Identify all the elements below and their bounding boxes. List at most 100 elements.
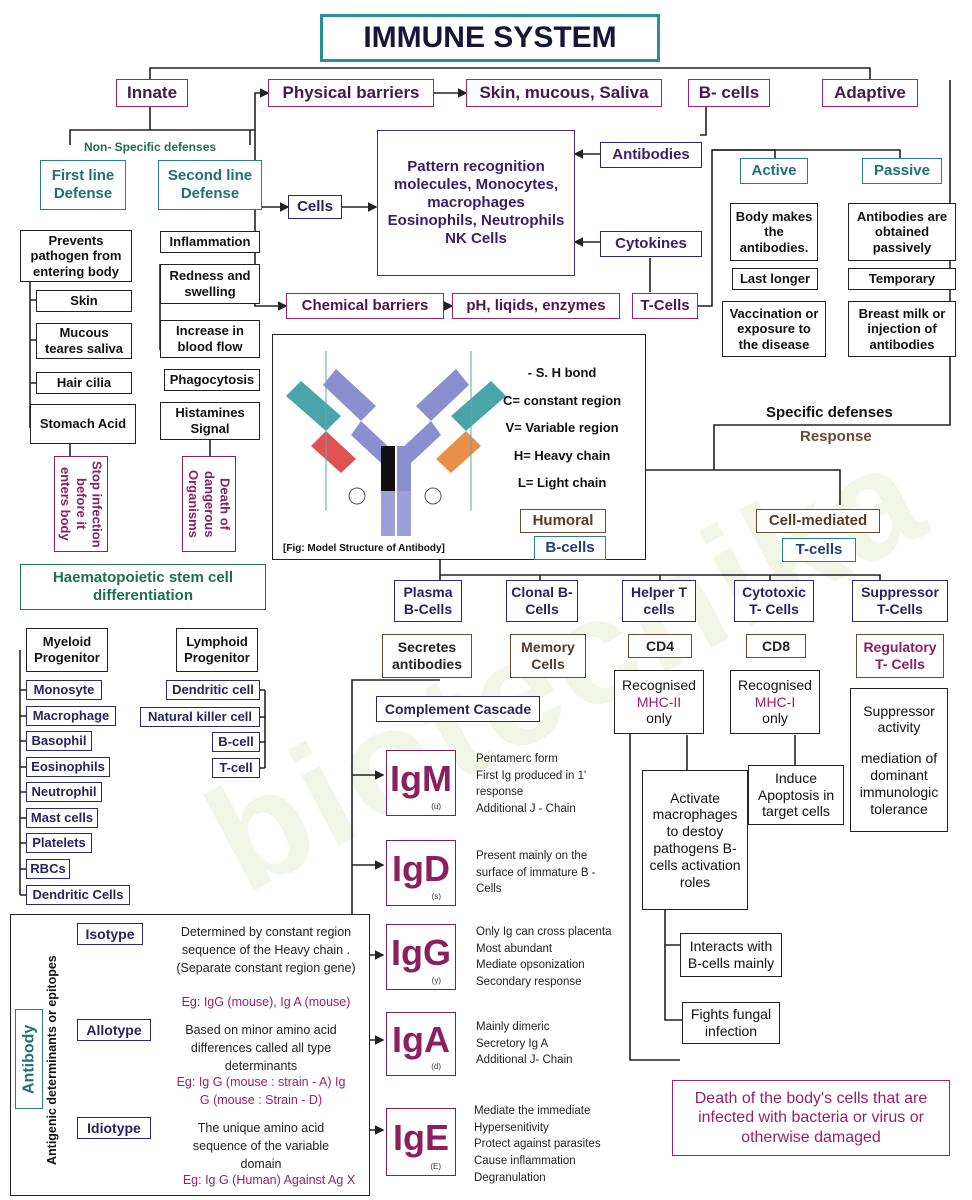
- response-label: Response: [800, 428, 872, 445]
- helper-t-cells-box: Helper T cells: [622, 580, 696, 622]
- lymphoid-item: T-cell: [212, 758, 260, 778]
- ige-box: IgE (E): [386, 1108, 456, 1176]
- legend-item: - S. H bond: [527, 365, 597, 380]
- lymphoid-item: Natural killer cell: [140, 707, 260, 727]
- ig-note: Mainly dimeric: [476, 1021, 550, 1033]
- isotype-box: Isotype: [77, 923, 143, 945]
- active-item: Body makes the antibodies.: [730, 203, 818, 261]
- pattern-recognition-box: Pattern recognition molecules, Monocytes…: [377, 130, 575, 276]
- b-cells-top-box: B- cells: [688, 79, 770, 107]
- myeloid-item: Macrophage: [26, 706, 116, 726]
- igm-notes: Pentamerc form First Ig produced in 1' r…: [476, 751, 616, 818]
- passive-item: Temporary: [848, 268, 956, 290]
- recognised-mhc2-box: Recognised MHC-II only: [614, 670, 704, 734]
- ig-note: Mediate opsonization: [476, 959, 585, 972]
- second-line-box: Second line Defense: [158, 160, 262, 210]
- igd-label: IgD: [392, 847, 450, 889]
- suppressor-t-cells-box: Suppressor T-Cells: [852, 580, 948, 622]
- death-organisms-box: Death of dangerous Organisms: [182, 456, 236, 552]
- antibody-epitope-panel: Antibody Antigenic determinants or epito…: [10, 914, 370, 1196]
- death-cells-box: Death of the body's cells that are infec…: [672, 1080, 950, 1156]
- non-specific-label: Non- Specific defenses: [84, 140, 217, 154]
- b-cells-box: B-cells: [534, 536, 606, 560]
- myeloid-item: Dendritic Cells: [26, 885, 130, 905]
- second-line-item: Inflammation: [160, 231, 260, 253]
- second-line-item: Histamines Signal: [160, 402, 260, 440]
- idiotype-box: Idiotype: [77, 1117, 151, 1139]
- iga-box: IgA(d): [386, 1012, 456, 1076]
- cells-box: Cells: [288, 195, 342, 219]
- igd-sub: (s): [431, 892, 441, 902]
- antibody-structure-icon: [286, 351, 506, 536]
- second-line-item: Phagocytosis: [164, 369, 260, 391]
- first-line-item: Hair cilia: [36, 372, 132, 394]
- ig-note: Degranulation: [474, 1171, 546, 1184]
- myeloid-item: Platelets: [26, 833, 92, 853]
- ig-note: Secondary response: [476, 976, 582, 989]
- antibodies-box: Antibodies: [600, 142, 702, 168]
- isotype-eg: Eg: IgG (mouse), Ig A (mouse): [181, 995, 351, 1009]
- active-item: Vaccination or exposure to the disease: [722, 301, 826, 357]
- ig-note: First Ig produced in 1' response: [476, 769, 587, 799]
- passive-item: Antibodies are obtained passively: [848, 203, 956, 261]
- fights-fungal-box: Fights fungal infection: [682, 1002, 780, 1044]
- legend-item: H= Heavy chain: [513, 447, 611, 463]
- active-item: Last longer: [732, 268, 818, 290]
- first-line-box: First line Defense: [40, 160, 126, 210]
- ig-note: Most abundant: [476, 942, 553, 955]
- ph-box: pH, liqids, enzymes: [452, 293, 620, 319]
- idiotype-eg: Eg: Ig G (Human) Against Ag X: [182, 1173, 356, 1187]
- skin-mucous-saliva-box: Skin, mucous, Saliva: [466, 79, 662, 107]
- mhc2-label: MHC-II: [636, 693, 682, 710]
- legend-item: C= constant region: [503, 392, 622, 408]
- igm-sub: (u): [431, 802, 441, 812]
- first-line-item: Mucous teares saliva: [36, 323, 132, 359]
- recognised-mhc1-box: Recognised MHC-I only: [730, 670, 820, 734]
- induce-apoptosis-box: Induce Apoptosis in target cells: [748, 765, 844, 825]
- cd8-box: CD8: [746, 634, 806, 658]
- recognised-label: Recognised: [738, 676, 812, 693]
- ige-sub: (E): [430, 1162, 441, 1172]
- ig-note: Additional J - Chain: [476, 803, 576, 816]
- myeloid-item: Eosinophils: [26, 757, 110, 777]
- ige-label: IgE: [392, 1116, 449, 1158]
- myeloid-progenitor-box: Myeloid Progenitor: [26, 628, 108, 672]
- lymphoid-progenitor-box: Lymphoid Progenitor: [176, 628, 258, 672]
- igg-box: IgG(y): [386, 924, 456, 990]
- first-line-item: Skin: [36, 290, 132, 312]
- igd-box: IgD (s): [386, 840, 456, 906]
- cytokines-box: Cytokines: [600, 231, 702, 257]
- mhc1-label: MHC-I: [754, 693, 796, 710]
- lymphoid-item: Dendritic cell: [166, 680, 260, 700]
- plasma-b-cells-box: Plasma B-Cells: [394, 580, 462, 622]
- myeloid-item: Basophil: [26, 731, 92, 751]
- igd-notes: Present mainly on the surface of immatur…: [476, 848, 616, 898]
- complement-cascade-box: Complement Cascade: [376, 696, 540, 722]
- second-line-item: Redness and swelling: [160, 264, 260, 304]
- only-label: only: [762, 710, 788, 727]
- iga-sub: (d): [431, 1062, 441, 1072]
- chemical-barriers-box: Chemical barriers: [286, 293, 444, 319]
- ig-note: Mediate the immediate Hypersenitivity: [474, 1105, 591, 1134]
- memory-cells-box: Memory Cells: [510, 634, 586, 678]
- allotype-desc: Based on minor amino acid differences ca…: [185, 1023, 337, 1074]
- active-box: Active: [740, 158, 808, 184]
- ig-note: Pentamerc form: [476, 753, 558, 765]
- igg-sub: (y): [431, 976, 441, 986]
- allotype-eg: Eg: Ig G (mouse : strain - A) Ig G (mous…: [176, 1075, 346, 1108]
- igg-notes: Only Ig can cross placenta Most abundant…: [476, 924, 626, 991]
- stop-infection-box: Stop infection before it enters body: [54, 456, 108, 552]
- suppressor-activity-box: Suppressor activity mediation of dominan…: [850, 688, 948, 832]
- suppressor-activity-text: Suppressor activity: [863, 702, 935, 736]
- second-line-item: Increase in blood flow: [160, 320, 260, 358]
- interacts-b-cells-box: Interacts with B-cells mainly: [680, 933, 782, 977]
- isotype-desc: Determined by constant region sequence o…: [176, 925, 356, 976]
- lymphoid-item: B-cell: [212, 732, 260, 752]
- ig-note: Cause inflammation: [474, 1155, 576, 1168]
- activate-macrophages-box: Activate macrophages to destoy pathogens…: [642, 770, 748, 910]
- mediation-text: mediation of dominant immunologic tolera…: [859, 750, 939, 817]
- secretes-antibodies-box: Secretes antibodies: [382, 634, 472, 678]
- haematopoietic-box: Haematopoietic stem cell differentiation: [20, 564, 266, 610]
- antibody-figure: - S. H bond C= constant region V= Variab…: [272, 334, 646, 560]
- first-line-item: Prevents pathogen from entering body: [20, 230, 132, 282]
